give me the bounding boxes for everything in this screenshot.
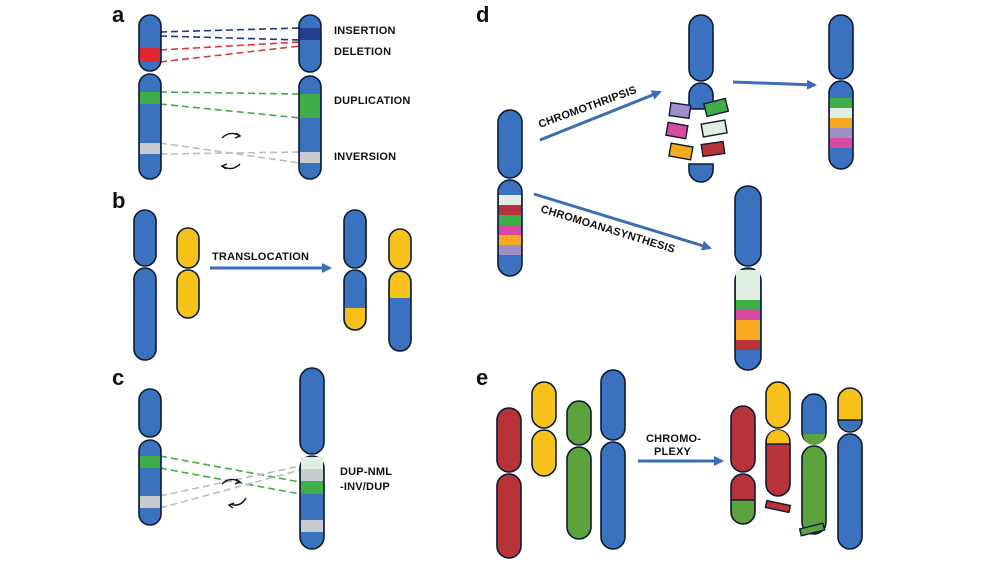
panel-e-free-fragments [764, 499, 826, 537]
panel-c-letter: c [112, 365, 124, 390]
panel-d-chromosome-fragments [665, 97, 730, 161]
panel-e-derived-green-chromosome [801, 393, 827, 535]
panel-b-derived-yellow-chromosome [388, 228, 412, 352]
panel-a-inversion-icon [220, 132, 242, 170]
chromoplexy-label-line2: PLEXY [654, 446, 692, 458]
translocation-label: TRANSLOCATION [212, 251, 309, 263]
deletion-connector-bottom [159, 45, 301, 63]
panel-b-derived-blue-chromosome [343, 209, 367, 331]
duplication-connector-top [159, 91, 301, 95]
panel-a-chromosome-rearranged [298, 14, 322, 180]
insertion-connector-bottom [159, 35, 301, 41]
panel-c-connectors [159, 455, 301, 509]
deletion-label: DELETION [334, 46, 391, 58]
panel-d-source-chromosome [497, 109, 523, 277]
dup-nml-label-line1: DUP-NML [340, 466, 392, 478]
panel-e-derived-red-chromosome [730, 405, 756, 525]
panel-a-connectors [159, 27, 301, 164]
insertion-label: INSERTION [334, 25, 396, 37]
panel-d-shattered-chromosome [688, 14, 714, 183]
chromothripsis-arrow [539, 90, 662, 142]
panel-b-yellow-chromosome [176, 227, 200, 319]
panel-e-letter: e [476, 365, 488, 390]
deletion-connector-top [159, 41, 301, 51]
duplication-connector-bottom [159, 103, 301, 119]
panel-a-chromosome-original [138, 14, 162, 180]
duplication-label: DUPLICATION [334, 95, 411, 107]
panel-e-derived-blue-chromosome [837, 387, 863, 550]
panel-c-inversion-icon [221, 478, 247, 509]
panel-d-chromothripsis-result [828, 14, 854, 170]
dup-nml-label-line2: -INV/DUP [340, 481, 390, 493]
panel-e-yellow-chromosome [531, 381, 557, 477]
chromoanasynthesis-arrow [533, 192, 712, 251]
inversion-label: INVERSION [334, 151, 396, 163]
panel-c-chromosome-rearranged [299, 367, 325, 550]
panel-e-green-chromosome [566, 400, 592, 540]
insertion-connector-top [159, 27, 301, 33]
reassembly-arrow [732, 79, 817, 90]
chromoanasynthesis-label: CHROMOANASYNTHESIS [539, 203, 676, 255]
panel-e-red-chromosome [496, 407, 522, 559]
panel-d-letter: d [476, 2, 489, 27]
panel-a-letter: a [112, 2, 125, 27]
panel-b-blue-chromosome [133, 209, 157, 361]
chromoplexy-label-line1: CHROMO- [646, 433, 701, 445]
panel-c-chromosome-original [138, 388, 162, 526]
panel-b-letter: b [112, 188, 125, 213]
panel-d-chromoanasynthesis-result [734, 185, 762, 371]
inversion-connector-b [159, 151, 301, 155]
panel-e-derived-yellow-chromosome [765, 381, 791, 497]
panel-e-blue-chromosome [600, 369, 626, 550]
